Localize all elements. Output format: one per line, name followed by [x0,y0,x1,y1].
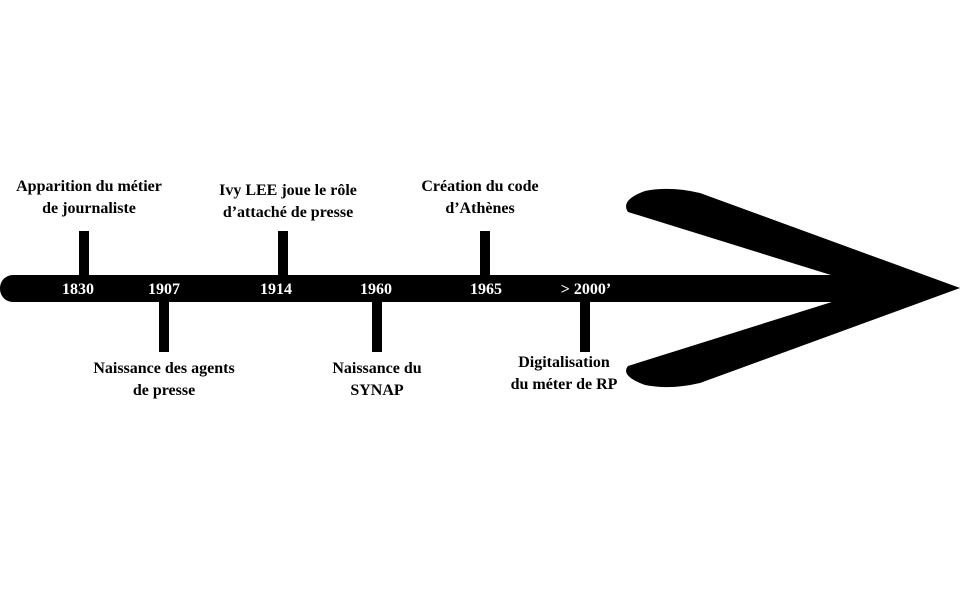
event-label-1965: Création du code d’Athènes [400,176,560,220]
arrowhead-upper-stroke [626,188,960,298]
tick-1914 [278,231,288,277]
event-line: d’Athènes [445,200,515,217]
event-line: Naissance des agents [93,360,235,377]
event-label-1914: Ivy LEE joue le rôle d’attaché de presse [196,180,380,224]
event-line: SYNAP [350,382,404,399]
event-line: Ivy LEE joue le rôle [219,182,357,199]
year-label: 1960 [360,281,392,298]
year-label: 1965 [470,281,502,298]
event-line: Création du code [421,178,539,195]
tick-1830 [79,231,89,277]
event-line: Apparition du métier [16,178,162,195]
event-line: Digitalisation [518,354,610,371]
event-label-1907: Naissance des agents de presse [74,358,254,402]
event-line: Naissance du [332,360,422,377]
event-line: du méter de RP [510,376,618,393]
tick-1907 [159,300,169,352]
tick-1960 [372,300,382,352]
tick-1965 [480,231,490,277]
event-line: de journaliste [42,200,136,217]
year-label: 1914 [260,281,292,298]
event-line: de presse [132,382,196,399]
year-label: 1830 [62,281,94,298]
year-label: > 2000’ [560,281,612,298]
year-label: 1907 [148,281,180,298]
event-label-1960: Naissance du SYNAP [307,358,447,402]
arrowhead-lower-stroke [626,279,960,388]
event-line: d’attaché de presse [222,204,354,221]
timeline-shaft [0,275,920,302]
tick-2000 [580,300,590,352]
event-label-2000: Digitalisation du méter de RP [494,352,634,396]
event-label-1830: Apparition du métier de journaliste [0,176,178,220]
